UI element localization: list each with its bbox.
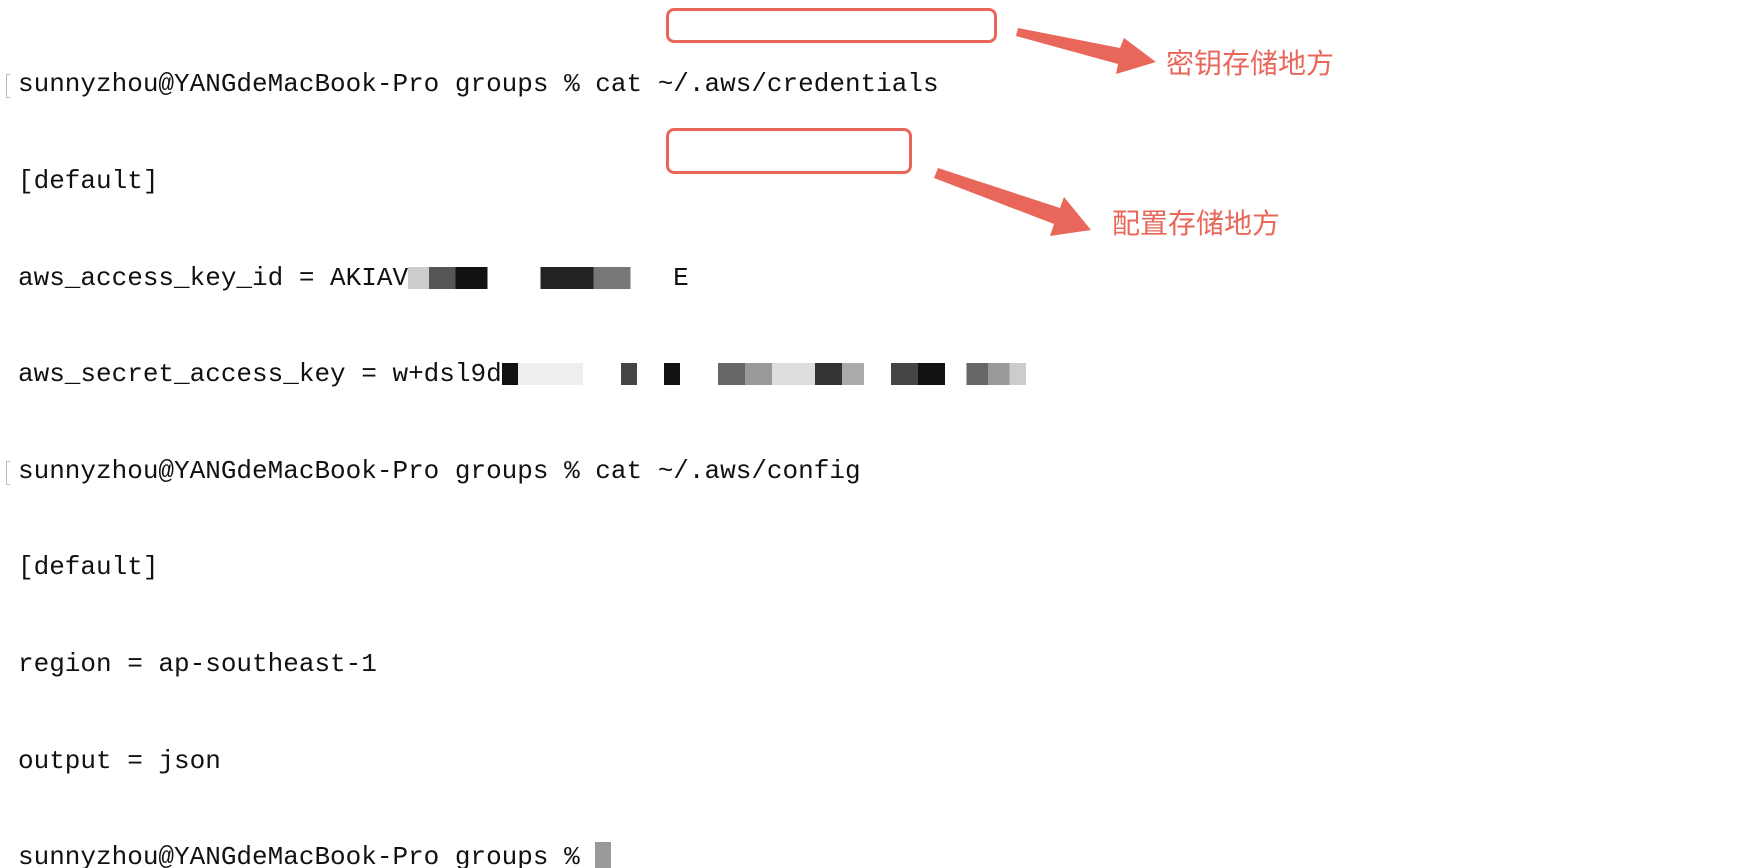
command-text: cat ~/.aws/credentials: [595, 69, 939, 100]
terminal-line: region = ap-southeast-1: [18, 648, 377, 679]
config-annotation-label: 配置存储地方: [1112, 207, 1281, 240]
access-key-tail: E: [673, 262, 689, 293]
highlight-box-config: [666, 128, 912, 174]
terminal-line: [default]: [18, 552, 159, 583]
terminal-line: aws_access_key_id = AKIAV E: [18, 262, 1042, 294]
secret-key-visible: aws_secret_access_key = w+dsl9d: [18, 359, 502, 390]
arrow-icon: [934, 168, 1091, 236]
terminal-line: aws_secret_access_key = w+dsl9d: [18, 358, 1042, 390]
terminal-line-command: sunnyzhou@YANGdeMacBook-Pro groups % cat…: [6, 68, 1042, 100]
redacted-block: [408, 266, 674, 289]
terminal-line-command: sunnyzhou@YANGdeMacBook-Pro groups % cat…: [6, 455, 1042, 487]
terminal-line-prompt[interactable]: sunnyzhou@YANGdeMacBook-Pro groups %: [18, 841, 1042, 868]
terminal-cursor: [595, 842, 612, 868]
command-text: cat ~/.aws/config: [595, 455, 861, 486]
terminal-line: [default]: [18, 166, 159, 196]
arrow-icon: [1016, 28, 1156, 74]
prompt: sunnyzhou@YANGdeMacBook-Pro groups %: [18, 69, 596, 100]
access-key-visible: aws_access_key_id = AKIAV: [18, 262, 409, 293]
redacted-block: [501, 363, 1042, 386]
line-marker: [6, 74, 10, 99]
terminal-line: output = json: [18, 745, 221, 776]
prompt: sunnyzhou@YANGdeMacBook-Pro groups %: [18, 842, 596, 868]
line-marker: [6, 460, 10, 485]
highlight-box-credentials: [666, 8, 997, 43]
annotation-arrows: [934, 28, 1156, 236]
credentials-annotation-label: 密钥存储地方: [1166, 47, 1335, 80]
prompt: sunnyzhou@YANGdeMacBook-Pro groups %: [18, 455, 596, 486]
